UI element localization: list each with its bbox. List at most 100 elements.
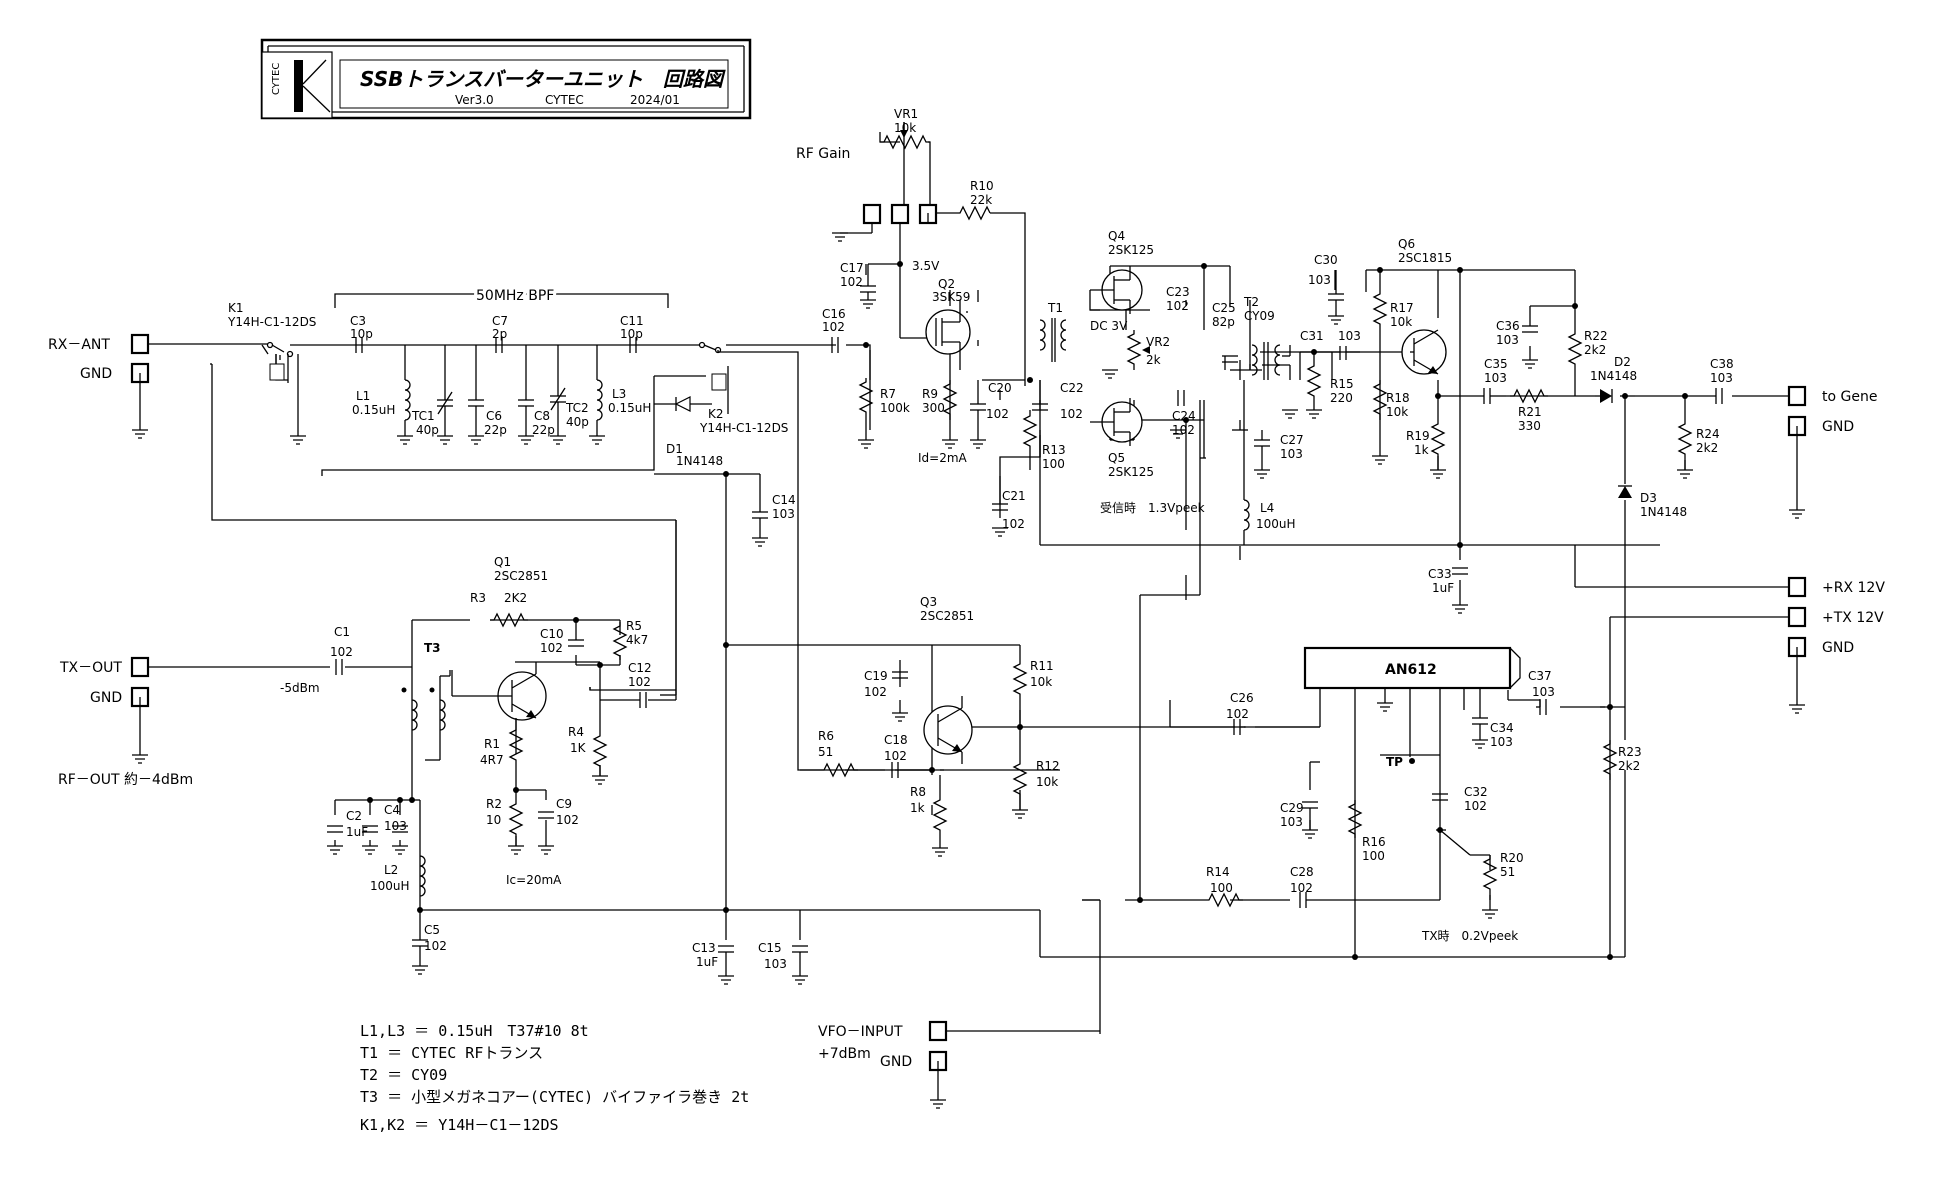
resistor-r21: R21 330 (1510, 388, 1548, 433)
tx-gnd-label: GND (90, 690, 122, 706)
d2-value: 1N4148 (1590, 369, 1637, 383)
r4-value: 1K (570, 741, 587, 755)
c7-ref: C7 (492, 314, 508, 328)
q4-value: 2SK125 (1108, 243, 1154, 257)
transformer-t3: T3 (401, 641, 446, 731)
resistor-r16: R16 100 (1347, 800, 1386, 863)
potentiometer-vr1: VR1 10k (880, 107, 930, 150)
r12-value: 10k (1036, 775, 1058, 789)
rf-out-level-label: RF－OUT 約－4dBm (58, 772, 193, 788)
to-gene-label: to Gene (1822, 389, 1877, 405)
transformer-t2: T2 CY09 (1243, 295, 1281, 380)
c32-ref: C32 (1464, 785, 1488, 799)
c14-value: 103 (772, 507, 795, 521)
r10-value: 22k (970, 193, 992, 207)
c17-value: 102 (840, 275, 863, 289)
c16-value: 102 (822, 320, 845, 334)
relay-k2: K2 Y14H-C1-12DS (698, 341, 788, 435)
ic-label: Ic=20mA (506, 873, 562, 887)
r7-value: 100k (880, 401, 910, 415)
r17-ref: R17 (1390, 301, 1414, 315)
date-text: 2024/01 (630, 93, 680, 107)
tx-level2-label: TX時 0.2Vpeek (1421, 929, 1518, 943)
r8-value: 1k (910, 801, 925, 815)
resistor-r14: R14 100 (1205, 865, 1243, 908)
c35-ref: C35 (1484, 357, 1508, 371)
capacitor-c34: C34 103 (1472, 700, 1514, 749)
c29-ref: C29 (1280, 801, 1304, 815)
rx12-label: +RX 12V (1822, 580, 1885, 596)
tp-label: TP (1386, 755, 1403, 769)
resistor-r13: R13 100 (1022, 410, 1066, 471)
r16-value: 100 (1362, 849, 1385, 863)
connector-to-gene[interactable]: to Gene GND (1787, 385, 1877, 437)
tc2-value: 40p (566, 415, 589, 429)
c17-ref: C17 (840, 261, 864, 275)
r15-ref: R15 (1330, 377, 1354, 391)
q2-ref: Q2 (938, 277, 955, 291)
r23-value: 2k2 (1618, 759, 1640, 773)
c11-ref: C11 (620, 314, 644, 328)
r8-ref: R8 (910, 785, 926, 799)
c1-ref: C1 (334, 625, 350, 639)
k2-value: Y14H-C1-12DS (699, 421, 788, 435)
l4-value: 100uH (1256, 517, 1296, 531)
capacitor-c3: C3 10p (350, 314, 373, 353)
c6-ref: C6 (486, 409, 502, 423)
ic-an612: AN612 (1303, 646, 1521, 690)
resistor-r18: R18 10k (1372, 380, 1410, 420)
r20-value: 51 (1500, 865, 1515, 879)
q3-ref: Q3 (920, 595, 937, 609)
rf-gain-jack[interactable]: RF Gain (796, 146, 938, 225)
c10-ref: C10 (540, 627, 564, 641)
connector-tx-out[interactable]: TX－OUT GND RF－OUT 約－4dBm -5dBm (58, 656, 320, 788)
diode-d1: D1 1N4148 (654, 396, 723, 468)
q5-ref: Q5 (1108, 451, 1125, 465)
r1-value: 4R7 (480, 753, 504, 767)
capacitor-c17: C17 102 (840, 261, 876, 300)
c5-value: 102 (424, 939, 447, 953)
resistor-r11: R11 10k (1012, 659, 1054, 700)
r2-ref: R2 (486, 797, 502, 811)
capacitor-c14: C14 103 (752, 493, 796, 538)
inductor-l2: L2 100uH (370, 855, 426, 897)
r23-ref: R23 (1618, 745, 1642, 759)
c31-ref: C31 (1300, 329, 1324, 343)
connector-rx-ant[interactable]: RX－ANT GND (48, 333, 150, 384)
vr1-ref: VR1 (894, 107, 918, 121)
c38-value: 103 (1710, 371, 1733, 385)
r5-value: 4k7 (626, 633, 648, 647)
mosfet-q2: Q2 3SK59 (925, 277, 971, 370)
note-line: K1,K2 ＝ Y14H－C1－12DS (360, 1116, 559, 1134)
capacitor-c1: C1 102 (330, 625, 353, 675)
title-block: SSBトランスバーターユニット 回路図 Ver3.0 CYTEC 2024/01… (260, 38, 752, 120)
l4-ref: L4 (1260, 501, 1274, 515)
c35-value: 103 (1484, 371, 1507, 385)
cytec-logo: CYTEC (271, 59, 331, 113)
transformer-t1: T1 (1039, 301, 1067, 362)
spec-notes: L1,L3 ＝ 0.15uH T37#10 8t T1 ＝ CYTEC RFトラ… (360, 1022, 749, 1134)
resistor-r3: R3 2K2 (470, 591, 528, 628)
c14-ref: C14 (772, 493, 796, 507)
diode-d2: D2 1N4148 (1590, 355, 1637, 403)
vfo-input-label: VFO－INPUT (818, 1024, 903, 1040)
r7-ref: R7 (880, 387, 896, 401)
c34-ref: C34 (1490, 721, 1514, 735)
c38-ref: C38 (1710, 357, 1734, 371)
junction-dots (367, 261, 1688, 960)
test-point[interactable]: TP (1386, 755, 1415, 769)
l2-value: 100uH (370, 879, 410, 893)
c37-value: 103 (1532, 685, 1555, 699)
jfet-q5: Q5 2SK125 (1090, 398, 1154, 479)
r16-ref: R16 (1362, 835, 1386, 849)
capacitor-c12: C12 102 (628, 661, 652, 708)
resistor-r4: R4 1K (568, 725, 608, 776)
connector-power[interactable]: +RX 12V +TX 12V GND (1787, 576, 1885, 658)
connector-vfo-input[interactable]: VFO－INPUT +7dBm GND (818, 1020, 948, 1072)
note-line: T3 ＝ 小型メガネコアー(CYTEC) バイファイラ巻き 2t (360, 1088, 749, 1106)
bpf-label: 50MHz BPF (476, 288, 554, 304)
transistor-q6: Q6 2SC1815 (1398, 237, 1452, 375)
c36-ref: C36 (1496, 319, 1520, 333)
resistor-r15: R15 220 (1306, 352, 1354, 410)
capacitor-c20: C20 102 (970, 380, 1012, 440)
